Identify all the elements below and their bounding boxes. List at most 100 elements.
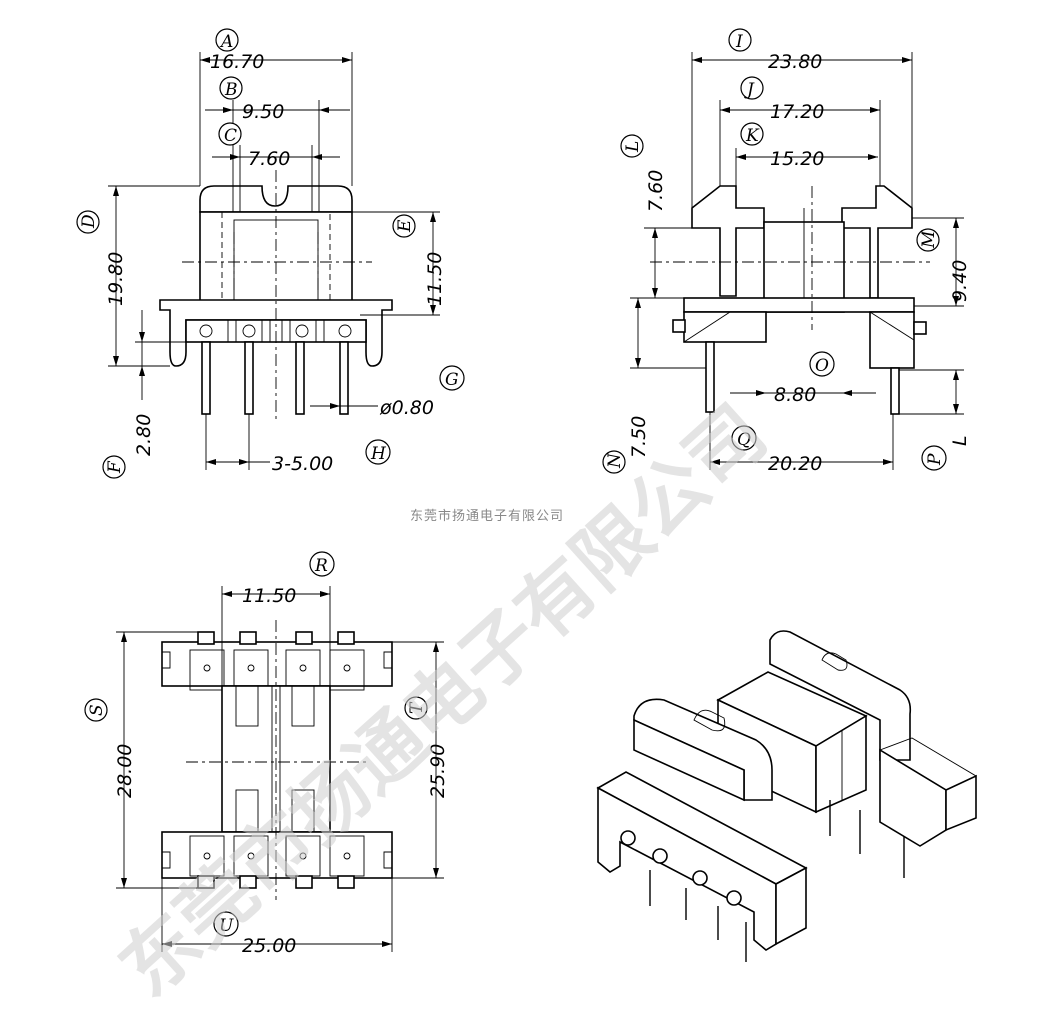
letter-t: T (407, 701, 427, 714)
iso-pin-head-1 (620, 830, 636, 846)
bottom-top-tab-1 (197, 631, 215, 645)
front-pin-2 (244, 341, 254, 415)
bottom-bottom-pin-3 (299, 852, 307, 860)
side-inner-diag2 (683, 311, 731, 343)
letter-g: G (445, 370, 459, 390)
letter-p-circle (921, 445, 947, 471)
dim-s-arrow-b (121, 878, 127, 888)
dim-f-value: 2.80 (133, 414, 155, 456)
front-slot-3 (281, 319, 291, 343)
side-left-nub (672, 319, 686, 333)
dim-u-arrow-l (162, 941, 172, 947)
front-slot-1 (227, 319, 237, 343)
side-left-leg (683, 311, 767, 343)
bottom-bottom-flange (161, 831, 393, 879)
dim-l-value: 7.60 (645, 170, 667, 212)
dim-j-value: 17.20 (770, 101, 824, 123)
dim-k-value: 15.20 (770, 148, 824, 170)
iso-pin-head-2 (652, 848, 668, 864)
dim-s-value: 28.00 (114, 744, 136, 798)
bottom-top-notch-r (383, 651, 392, 669)
letter-e-circle (392, 214, 416, 238)
front-pin-hole-4 (338, 324, 352, 338)
dim-b-value: 9.50 (242, 101, 284, 123)
dim-r-arrow-l (222, 591, 232, 597)
dim-q-arrow-l (710, 459, 720, 465)
dim-h-arrow-r (239, 459, 249, 465)
dim-k-arrow-l (736, 154, 746, 160)
letter-c-circle (218, 122, 242, 146)
letter-t-circle (404, 696, 428, 720)
bottom-bottom-pad-2 (233, 835, 269, 877)
dim-e-arrow-b (430, 305, 436, 315)
letter-k-circle (740, 122, 764, 146)
letter-r-circle (309, 551, 335, 577)
front-slot-2 (261, 319, 271, 343)
dim-d-value: 19.80 (105, 252, 127, 306)
front-pin-4 (339, 341, 349, 415)
letter-h: H (370, 444, 387, 464)
bottom-bottom-pin-1 (203, 852, 211, 860)
side-pin-right (890, 367, 900, 415)
dim-g-arrow (330, 403, 340, 409)
front-pin-1 (201, 341, 211, 415)
dim-o-value: 8.80 (774, 384, 816, 406)
dim-m-arrow-t (953, 218, 959, 228)
dim-l-arrow-b (652, 288, 658, 298)
iso-core-side (815, 714, 867, 814)
dim-k-arrow-r (868, 154, 878, 160)
bottom-top-pad-1 (189, 649, 225, 691)
side-base (683, 297, 915, 313)
isometric-view (596, 630, 977, 962)
letter-i-circle (728, 28, 752, 52)
dim-j-arrow-l (720, 107, 730, 113)
letter-l: L (623, 141, 643, 153)
iso-back-base (879, 748, 947, 847)
dim-m-value: 9.40 (949, 260, 971, 302)
front-pin-hole-1 (199, 324, 213, 338)
dim-m-arrow-b (953, 296, 959, 306)
dim-e-arrow-t (430, 212, 436, 222)
bottom-view: 11.50 28.00 25.90 25.00 R S T U (84, 551, 449, 957)
front-view: 16.70 9.50 7.60 19.80 11.50 2.80 ø0.80 3… (76, 28, 465, 479)
dim-n-value: 7.50 (628, 416, 650, 458)
letter-r: R (314, 556, 328, 576)
dim-a-value: 16.70 (210, 51, 264, 73)
bottom-bottom-pin-2 (247, 852, 255, 860)
iso-back-base-face (945, 774, 977, 832)
iso-front-slot (693, 709, 726, 732)
letter-p: P (925, 453, 945, 466)
letter-n: N (605, 452, 625, 469)
dim-g-value: ø0.80 (379, 397, 434, 419)
bottom-top-notch-l (162, 651, 171, 669)
dim-t-value: 25.90 (427, 744, 449, 798)
letter-n-circle (602, 450, 626, 474)
front-slot-4 (315, 319, 325, 343)
dim-i-arrow-l (692, 57, 702, 63)
dim-f-arrow-b (139, 366, 145, 376)
letter-f: F (105, 460, 125, 474)
bottom-core-slot-2 (291, 685, 315, 727)
side-right-leg (869, 311, 915, 369)
letter-s: S (87, 704, 107, 716)
bottom-bottom-pin-4 (343, 852, 351, 860)
letter-e: E (395, 219, 415, 233)
letter-u: U (219, 916, 234, 936)
dim-l-arrow-t (652, 228, 658, 238)
iso-pin-head-4 (726, 890, 742, 906)
iso-back-flange (769, 630, 912, 761)
letter-b-circle (219, 76, 243, 100)
letter-s-circle (84, 698, 108, 722)
bottom-top-pin-1 (203, 664, 211, 672)
dim-b-arrow-l (223, 107, 233, 113)
iso-front-flange (633, 698, 773, 801)
letter-c: C (224, 126, 237, 146)
dim-q-value: 20.20 (768, 453, 822, 475)
dim-j-arrow-r (870, 107, 880, 113)
bottom-core-slot-1 (235, 685, 259, 727)
letter-h-circle (365, 439, 391, 465)
iso-front-flange-side (633, 718, 745, 802)
letter-b: B (224, 80, 238, 100)
dim-t-arrow-b (433, 868, 439, 878)
